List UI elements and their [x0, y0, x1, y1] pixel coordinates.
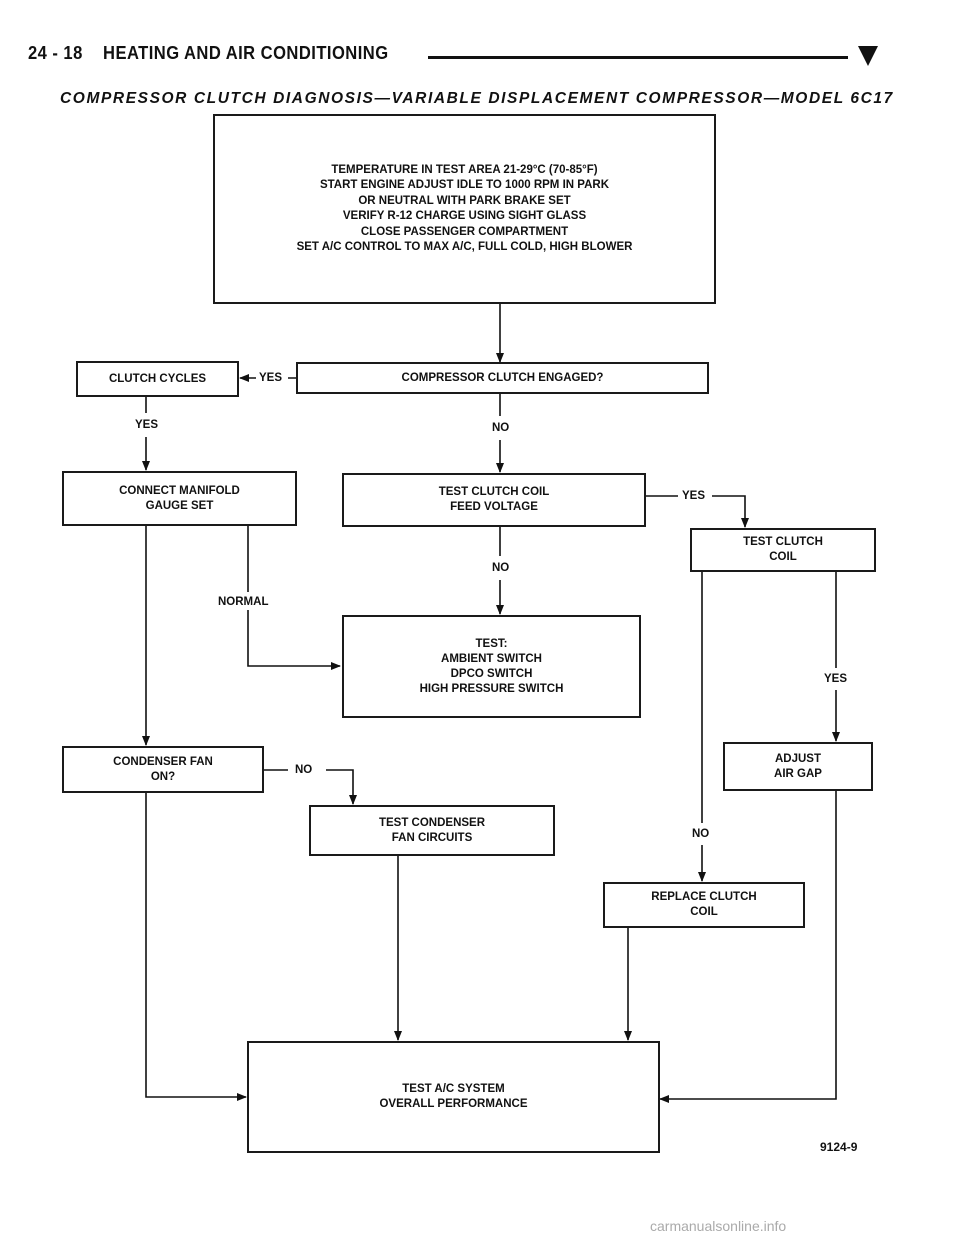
condition-line: TEMPERATURE IN TEST AREA 21-29°C (70-85°… — [331, 163, 598, 176]
watermark: carmanualsonline.info — [650, 1218, 787, 1234]
box-text: REPLACE CLUTCH — [651, 891, 757, 903]
box-text: DPCO SWITCH — [450, 667, 533, 680]
box-text: TEST CLUTCH — [743, 536, 823, 548]
edge-fanon-fancircuits — [264, 769, 353, 804]
label-no-condenser-fan: NO — [293, 764, 315, 777]
section-marker-icon — [858, 46, 878, 66]
box-text: FEED VOLTAGE — [450, 501, 538, 513]
box-condenser-fan-circuits: TEST CONDENSER FAN CIRCUITS — [309, 805, 555, 856]
label-no-test-switches: NO — [490, 562, 512, 575]
label-no-replace-coil: NO — [690, 828, 712, 841]
condition-line: OR NEUTRAL WITH PARK BRAKE SET — [358, 194, 571, 207]
box-text: COIL — [690, 906, 718, 918]
condition-line: CLOSE PASSENGER COMPARTMENT — [360, 225, 569, 238]
label-yes-clutch-cycles: YES — [257, 372, 285, 385]
page-header: 24 - 18 HEATING AND AIR CONDITIONING — [28, 43, 389, 64]
box-text: COIL — [769, 551, 797, 563]
box-text: AIR GAP — [774, 767, 822, 780]
box-condenser-fan-on: CONDENSER FAN ON? — [62, 746, 264, 793]
label-yes-connect-manifold: YES — [133, 419, 161, 432]
box-text: TEST CONDENSER — [378, 816, 486, 829]
box-connect-manifold: CONNECT MANIFOLD GAUGE SET — [62, 471, 297, 526]
box-text: ADJUST — [774, 752, 821, 765]
box-text: TEST A/C SYSTEM — [402, 1083, 505, 1095]
box-text: CLUTCH CYCLES — [108, 372, 207, 385]
box-text: HIGH PRESSURE SWITCH — [419, 682, 564, 695]
figure-number: 9124-9 — [820, 1140, 858, 1154]
box-clutch-cycles: CLUTCH CYCLES — [76, 361, 239, 397]
edge-manifold-switches — [247, 526, 340, 666]
condition-line: VERIFY R-12 CHARGE USING SIGHT GLASS — [342, 210, 587, 222]
box-test-switches: TEST: AMBIENT SWITCH DPCO SWITCH HIGH PR… — [342, 615, 641, 718]
edge-feed-coil — [646, 495, 745, 527]
section-title: HEATING AND AIR CONDITIONING — [103, 43, 389, 63]
box-test-clutch-coil: TEST CLUTCH COIL — [690, 528, 876, 572]
box-test-conditions: TEMPERATURE IN TEST AREA 21-29°C (70-85°… — [213, 114, 716, 304]
box-text: FAN CIRCUITS — [391, 831, 473, 844]
page-ref: 24 - 18 — [28, 43, 83, 63]
box-replace-clutch-coil: REPLACE CLUTCH COIL — [603, 882, 805, 928]
box-clutch-coil-feed: TEST CLUTCH COIL FEED VOLTAGE — [342, 473, 646, 527]
box-overall-performance: TEST A/C SYSTEM OVERALL PERFORMANCE — [247, 1041, 660, 1153]
label-yes-air-gap: YES — [822, 673, 850, 686]
label-no-feed-voltage: NO — [490, 422, 512, 435]
condition-line: START ENGINE ADJUST IDLE TO 1000 RPM IN … — [319, 179, 610, 191]
box-text: ON? — [150, 770, 176, 783]
box-text: OVERALL PERFORMANCE — [379, 1098, 528, 1110]
box-text: CONDENSER FAN — [113, 755, 213, 768]
box-clutch-engaged: COMPRESSOR CLUTCH ENGAGED? — [296, 362, 709, 394]
condition-line: SET A/C CONTROL TO MAX A/C, FULL COLD, H… — [296, 241, 633, 253]
box-text: AMBIENT SWITCH — [441, 652, 542, 665]
box-text: COMPRESSOR CLUTCH ENGAGED? — [401, 371, 604, 384]
header-rule — [428, 56, 848, 59]
label-yes-test-clutch-coil: YES — [680, 490, 708, 503]
label-normal: NORMAL — [216, 596, 271, 609]
edge-fanon-overall — [145, 793, 247, 1101]
box-adjust-air-gap: ADJUST AIR GAP — [723, 742, 873, 791]
box-text: TEST: — [475, 637, 508, 650]
edge-airgap-overall — [659, 791, 837, 1103]
box-text: GAUGE SET — [145, 499, 214, 512]
box-text: TEST CLUTCH COIL — [438, 486, 550, 498]
box-text: CONNECT MANIFOLD — [119, 484, 240, 497]
diagram-title: COMPRESSOR CLUTCH DIAGNOSIS—VARIABLE DIS… — [60, 90, 894, 107]
